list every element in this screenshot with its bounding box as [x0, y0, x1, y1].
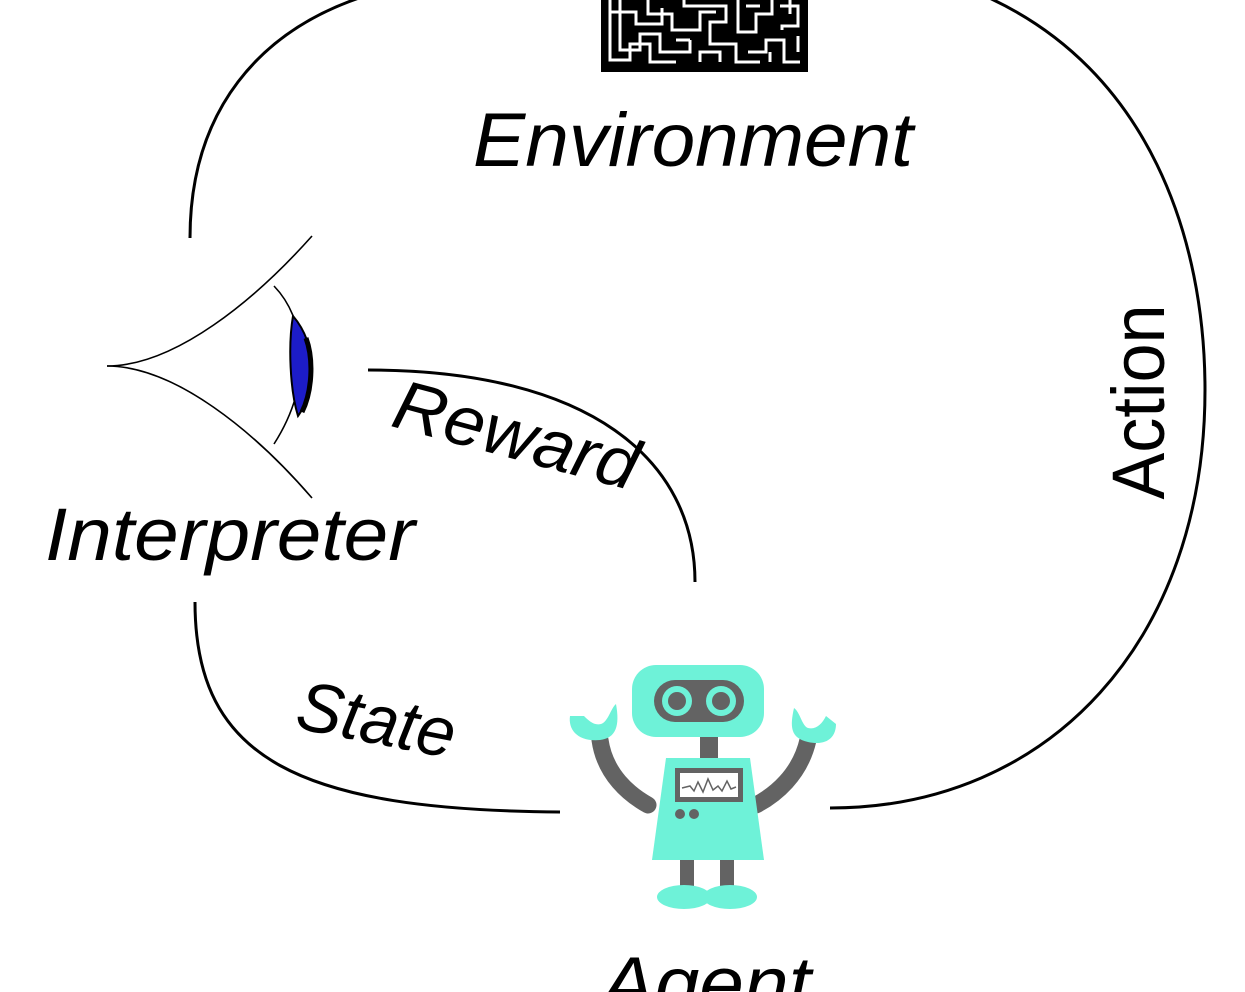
environment-label: Environment	[473, 98, 916, 183]
state-curve	[193, 601, 561, 814]
agent-label: Agent	[597, 942, 814, 992]
robot-icon	[569, 665, 836, 909]
state-label: State	[291, 666, 463, 773]
reward-curve	[367, 368, 697, 583]
action-label: Action	[1097, 305, 1180, 500]
eye-icon	[106, 235, 314, 499]
maze-icon	[601, 0, 808, 72]
action-curve	[829, 0, 1207, 810]
interpreter-label: Interpreter	[45, 493, 419, 576]
environment-to-interpreter-curve	[188, 0, 359, 239]
